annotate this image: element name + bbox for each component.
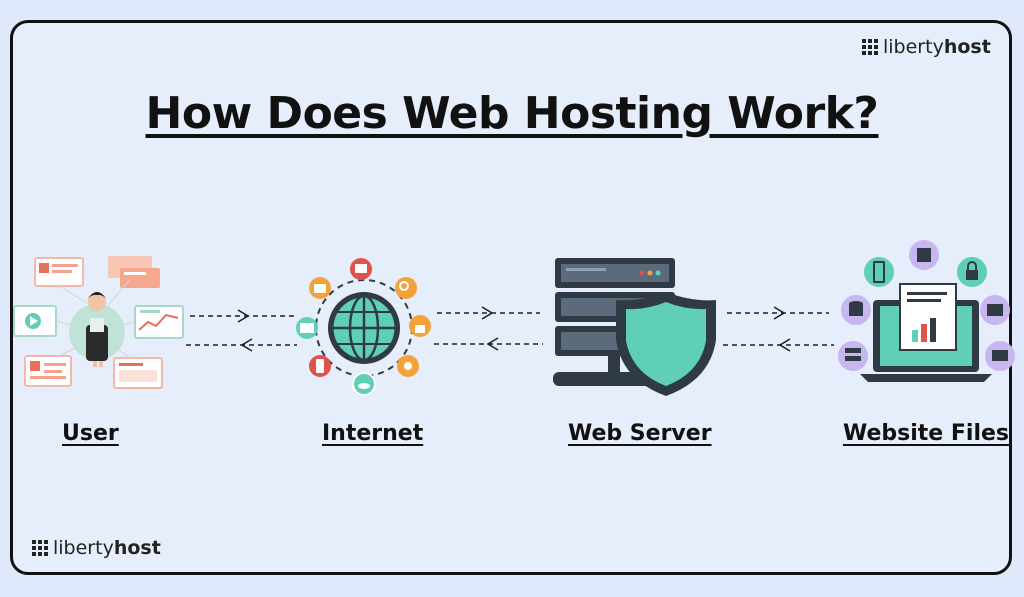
folder-bubble-icon [309, 277, 331, 299]
node-label-web-server: Web Server [568, 421, 712, 446]
brand-name-light: liberty [53, 537, 114, 559]
page-title: How Does Web Hosting Work? [145, 88, 879, 139]
chip-lock-bubble-icon [909, 240, 939, 270]
arrows-user-internet [186, 309, 297, 352]
arrow-right-icon [237, 309, 250, 323]
phone-bubble-icon [864, 257, 894, 287]
logo-dots-icon [32, 540, 48, 556]
server-bubble-icon [838, 341, 868, 371]
cloud-bubble-icon [352, 372, 376, 396]
arrow-left-icon [486, 337, 499, 351]
node-label-user: User [62, 421, 119, 446]
security-shield-icon [616, 292, 716, 396]
phone-bubble-icon [309, 355, 331, 377]
brand-logo-top: libertyhost [862, 36, 991, 58]
brand-name-bold: host [113, 537, 161, 559]
database-bubble-icon [841, 295, 871, 325]
mail-bubble-icon [296, 317, 318, 339]
satellite-bubble-icon [397, 355, 419, 377]
screen-card-icon [24, 355, 72, 387]
arrows-server-files [723, 306, 834, 352]
arrow-left-icon [240, 338, 253, 352]
image-bubble-icon [350, 258, 372, 280]
logo-dots-icon [862, 39, 878, 55]
arrow-right-icon [481, 306, 494, 320]
node-label-website-files: Website Files [843, 421, 1010, 446]
lock-bubble-icon [409, 315, 431, 337]
screen-card-icon [108, 256, 160, 288]
arrows-internet-server [434, 306, 543, 351]
brand-name-light: liberty [883, 36, 944, 58]
screen-card-icon [113, 357, 163, 389]
website-files-illustration [838, 240, 1015, 382]
globe-icon [330, 294, 398, 362]
video-screen-icon [13, 305, 57, 337]
node-label-internet: Internet [322, 421, 424, 446]
person-icon [69, 292, 125, 367]
arrow-right-icon [773, 306, 786, 320]
diagram-frame [10, 20, 1012, 575]
search-bubble-icon [395, 277, 417, 299]
mail-bubble-icon [985, 341, 1015, 371]
brand-name-bold: host [943, 36, 991, 58]
user-illustration [13, 256, 184, 389]
brand-logo-bottom: libertyhost [32, 537, 161, 559]
document-icon [899, 283, 957, 351]
screen-card-icon [34, 257, 84, 287]
folder-bubble-icon [980, 295, 1010, 325]
web-server-illustration [553, 258, 716, 396]
chart-screen-icon [134, 305, 184, 339]
lock-bubble-icon [957, 257, 987, 287]
internet-illustration [296, 258, 431, 396]
arrow-left-icon [778, 338, 791, 352]
